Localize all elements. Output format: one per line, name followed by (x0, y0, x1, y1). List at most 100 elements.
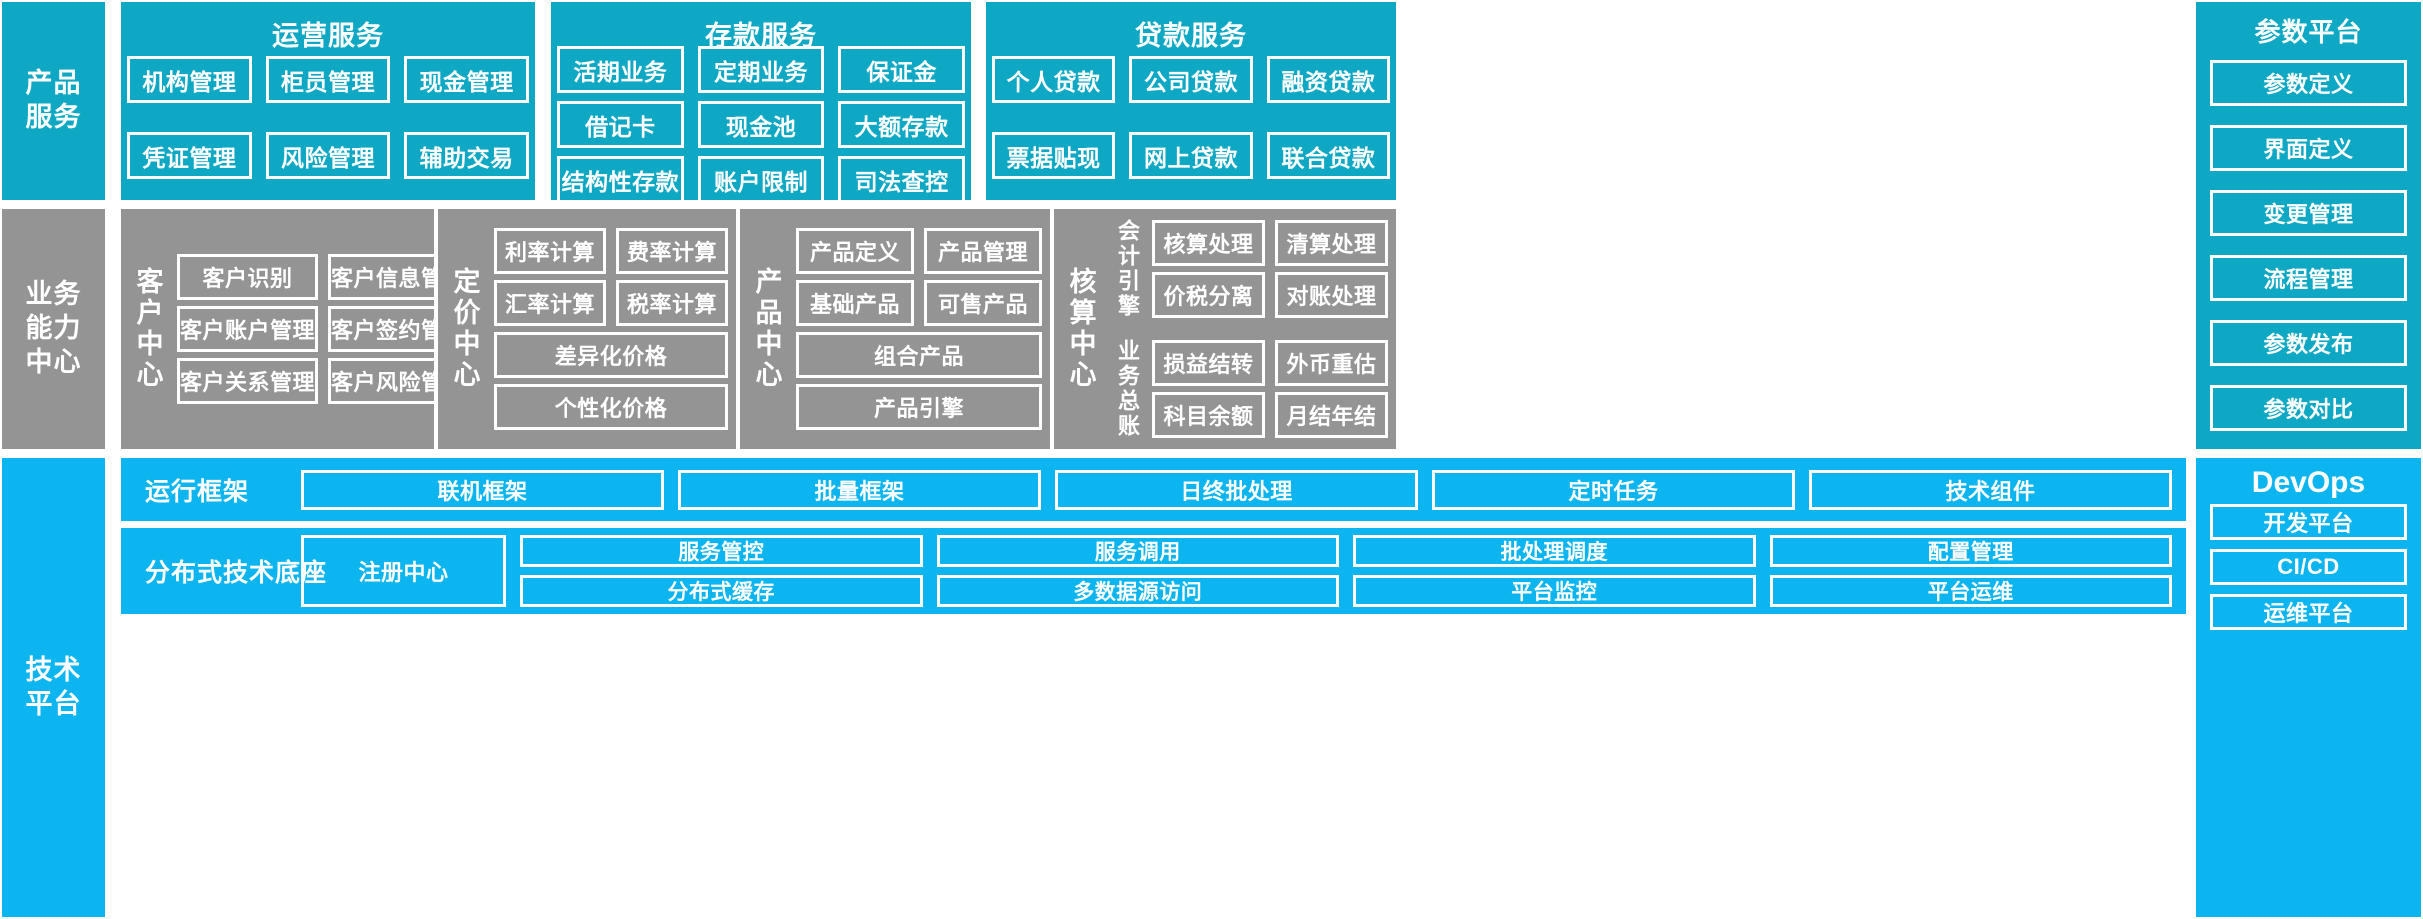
stack-2: 批处理调度 平台监控 (1353, 535, 1756, 607)
center-product-row: 产品定义 产品管理 (796, 228, 1042, 274)
cell-customer-4[interactable]: 客户关系管理 (177, 358, 319, 404)
accounting-subgroup-ledger: 业务总账 损益结转 外币重估 科目余额 月结年结 (1106, 329, 1396, 449)
cell-param-4[interactable]: 参数发布 (2210, 320, 2407, 367)
center-product-row: 组合产品 (796, 332, 1042, 378)
general-ledger-row: 损益结转 外币重估 (1152, 340, 1388, 386)
band-label-product-service-text: 产品服务 (25, 68, 82, 132)
cell-loan-5[interactable]: 联合贷款 (1266, 132, 1390, 179)
cell-product-3[interactable]: 可售产品 (924, 280, 1042, 326)
center-product-row: 基础产品 可售产品 (796, 280, 1042, 326)
subgroup-label-general-ledger: 业务总账 (1115, 339, 1140, 439)
band-label-business-capability-text: 业务能力中心 (25, 279, 82, 377)
cell-deposit-7[interactable]: 账户限制 (697, 156, 825, 203)
cell-pricing-2[interactable]: 汇率计算 (494, 280, 606, 326)
cell-pricing-3[interactable]: 税率计算 (616, 280, 728, 326)
grid-deposit-services: 活期业务 定期业务 保证金 借记卡 现金池 大额存款 结构性存款 账户限制 司法… (551, 46, 971, 203)
cell-deposit-0[interactable]: 活期业务 (557, 46, 684, 93)
cell-runtime-1[interactable]: 批量框架 (678, 469, 1041, 510)
cell-pricing-1[interactable]: 费率计算 (616, 228, 728, 274)
cell-product-0[interactable]: 产品定义 (796, 228, 914, 274)
cell-customer-0[interactable]: 客户识别 (177, 254, 319, 300)
center-label-product: 产品中心 (751, 267, 782, 391)
cell-runtime-4[interactable]: 技术组件 (1809, 469, 2172, 510)
cell-product-1[interactable]: 产品管理 (924, 228, 1042, 274)
distributed-base-stacks: 服务管控 分布式缓存 服务调用 多数据源访问 批处理调度 平台监控 配置管理 平… (520, 535, 2172, 607)
cell-ledger-3[interactable]: 月结年结 (1275, 392, 1388, 438)
cell-pricing-5[interactable]: 个性化价格 (494, 384, 728, 430)
cell-param-2[interactable]: 变更管理 (2210, 189, 2407, 236)
cell-dist-1-top[interactable]: 服务调用 (936, 535, 1339, 567)
band-label-tech-platform-text: 技术平台 (25, 654, 82, 719)
cell-loan-1[interactable]: 公司贷款 (1129, 56, 1253, 103)
cell-runtime-0[interactable]: 联机框架 (301, 469, 664, 510)
cell-ledger-2[interactable]: 科目余额 (1152, 392, 1265, 438)
cell-operations-5[interactable]: 辅助交易 (404, 132, 529, 179)
cell-dist-0-bottom[interactable]: 分布式缓存 (520, 575, 923, 607)
cell-dist-3-bottom[interactable]: 平台运维 (1769, 575, 2172, 607)
cell-loan-0[interactable]: 个人贷款 (992, 56, 1116, 103)
center-customer-row: 客户识别 客户信息管理 (177, 254, 470, 300)
cell-operations-3[interactable]: 凭证管理 (127, 132, 252, 179)
cell-param-0[interactable]: 参数定义 (2210, 59, 2407, 106)
center-accounting: 核算中心 会计引擎 核算处理 清算处理 价税分离 对账处理 (1054, 209, 1396, 449)
cell-product-4[interactable]: 组合产品 (796, 332, 1042, 378)
cell-dist-2-bottom[interactable]: 平台监控 (1353, 575, 1756, 607)
cell-accounting-2[interactable]: 价税分离 (1152, 272, 1265, 318)
cell-ledger-1[interactable]: 外币重估 (1275, 340, 1388, 386)
cell-product-2[interactable]: 基础产品 (796, 280, 914, 326)
cell-param-1[interactable]: 界面定义 (2210, 124, 2407, 171)
stack-3: 配置管理 平台运维 (1769, 535, 2172, 607)
cell-deposit-8[interactable]: 司法查控 (838, 156, 965, 203)
cell-dist-0-top[interactable]: 服务管控 (520, 535, 923, 567)
cell-accounting-0[interactable]: 核算处理 (1152, 220, 1265, 266)
center-product-row: 产品引擎 (796, 384, 1042, 430)
cell-product-5[interactable]: 产品引擎 (796, 384, 1042, 430)
center-pricing-row: 汇率计算 税率计算 (494, 280, 728, 326)
cell-deposit-1[interactable]: 定期业务 (697, 46, 825, 93)
cell-customer-2[interactable]: 客户账户管理 (177, 306, 319, 352)
cell-accounting-3[interactable]: 对账处理 (1275, 272, 1388, 318)
group-runtime-framework: 运行框架 联机框架 批量框架 日终批处理 定时任务 技术组件 (121, 458, 2186, 521)
cell-deposit-6[interactable]: 结构性存款 (557, 156, 684, 203)
cell-param-5[interactable]: 参数对比 (2210, 385, 2407, 432)
group-distributed-base: 分布式技术底座 注册中心 服务管控 分布式缓存 服务调用 多数据源访问 批处理调… (121, 528, 2186, 614)
cell-operations-2[interactable]: 现金管理 (404, 56, 529, 103)
center-pricing-row: 个性化价格 (494, 384, 728, 430)
cell-accounting-1[interactable]: 清算处理 (1275, 220, 1388, 266)
cell-deposit-4[interactable]: 现金池 (697, 101, 825, 148)
grid-loan-services: 个人贷款 公司贷款 融资贷款 票据贴现 网上贷款 联合贷款 (986, 56, 1396, 179)
cell-param-3[interactable]: 流程管理 (2210, 255, 2407, 302)
cell-registry-center[interactable]: 注册中心 (301, 535, 506, 607)
cell-operations-4[interactable]: 风险管理 (265, 132, 391, 179)
cell-operations-1[interactable]: 柜员管理 (265, 56, 391, 103)
cell-devops-0[interactable]: 开发平台 (2210, 504, 2407, 540)
cell-deposit-3[interactable]: 借记卡 (557, 101, 684, 148)
cell-loan-4[interactable]: 网上贷款 (1129, 132, 1253, 179)
cell-dist-2-top[interactable]: 批处理调度 (1353, 535, 1756, 567)
cell-pricing-0[interactable]: 利率计算 (494, 228, 606, 274)
group-title-operations-services: 运营服务 (272, 21, 384, 51)
cell-deposit-5[interactable]: 大额存款 (838, 101, 965, 148)
cell-runtime-3[interactable]: 定时任务 (1432, 469, 1795, 510)
group-title-parameter-platform: 参数平台 (2254, 17, 2363, 47)
cell-loan-2[interactable]: 融资贷款 (1266, 56, 1390, 103)
cell-loan-3[interactable]: 票据贴现 (992, 132, 1116, 179)
cell-devops-1[interactable]: CI/CD (2210, 549, 2407, 585)
cell-dist-1-bottom[interactable]: 多数据源访问 (936, 575, 1339, 607)
cell-devops-2[interactable]: 运维平台 (2210, 594, 2407, 630)
center-customer-row: 客户关系管理 客户风险管理 (177, 358, 470, 404)
cell-operations-0[interactable]: 机构管理 (127, 56, 252, 103)
group-title-devops: DevOps (2251, 466, 2366, 499)
cell-pricing-4[interactable]: 差异化价格 (494, 332, 728, 378)
subgroup-label-accounting-engine: 会计引擎 (1115, 219, 1140, 319)
general-ledger-row: 科目余额 月结年结 (1152, 392, 1388, 438)
group-operations-services: 运营服务 机构管理 柜员管理 现金管理 凭证管理 风险管理 辅助交易 (121, 2, 535, 200)
cell-runtime-2[interactable]: 日终批处理 (1055, 469, 1418, 510)
list-parameter-platform: 参数定义 界面定义 变更管理 流程管理 参数发布 参数对比 (2210, 50, 2407, 441)
cell-deposit-2[interactable]: 保证金 (838, 46, 965, 93)
cell-ledger-0[interactable]: 损益结转 (1152, 340, 1265, 386)
accounting-subgroup-engine: 会计引擎 核算处理 清算处理 价税分离 对账处理 (1106, 209, 1396, 329)
cell-dist-3-top[interactable]: 配置管理 (1769, 535, 2172, 567)
band-label-business-capability: 业务能力中心 (2, 209, 105, 449)
